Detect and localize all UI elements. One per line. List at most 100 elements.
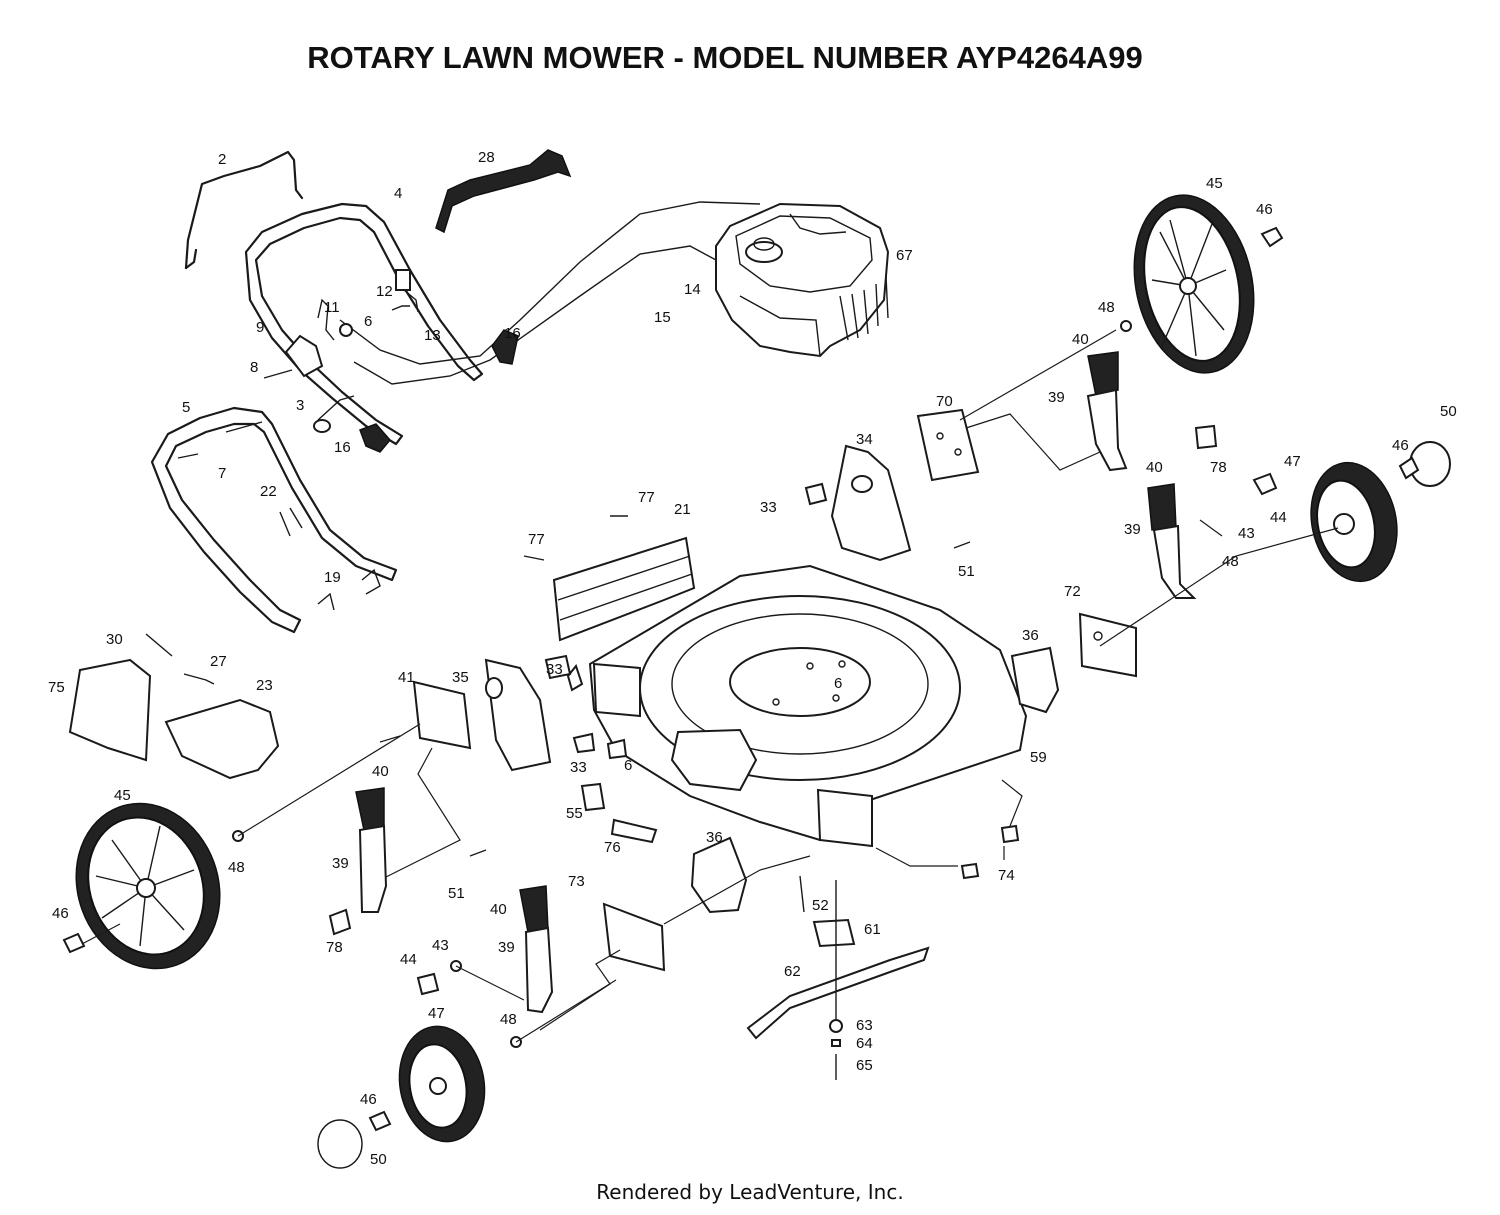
front-wheel[interactable] [391, 1020, 494, 1149]
callout-78: 78 [326, 939, 343, 956]
callout-30: 30 [106, 631, 123, 648]
front-hinge-plate[interactable] [690, 836, 748, 914]
callout-43: 43 [432, 937, 449, 954]
rear-wheel[interactable] [53, 783, 242, 989]
callout-36: 36 [706, 829, 723, 846]
callout-76: 76 [604, 839, 621, 856]
callout-13: 13 [424, 327, 441, 344]
callout-61: 61 [864, 921, 881, 938]
handle-knob[interactable] [491, 329, 519, 365]
callout-4: 4 [394, 185, 402, 202]
rear-hinge-plate[interactable] [1010, 646, 1060, 714]
callout-46: 46 [1256, 201, 1273, 218]
handle-knob[interactable] [359, 423, 391, 453]
callout-11: 11 [324, 299, 340, 316]
callout-40: 40 [1072, 331, 1089, 348]
callout-33: 33 [760, 499, 777, 516]
callout-75: 75 [48, 679, 65, 696]
wheel-nut[interactable] [62, 932, 86, 954]
callout-9: 9 [256, 319, 264, 336]
callout-51: 51 [958, 563, 975, 580]
lower-handle[interactable] [150, 406, 398, 634]
callout-45: 45 [114, 787, 131, 804]
callout-28: 28 [478, 149, 495, 166]
callout-7: 7 [218, 465, 226, 482]
deck-hardware[interactable] [469, 482, 1023, 913]
callout-41: 41 [398, 669, 415, 686]
chute-spring[interactable] [183, 673, 215, 685]
engine[interactable] [715, 202, 890, 358]
callout-47: 47 [1284, 453, 1301, 470]
callout-46: 46 [360, 1091, 377, 1108]
callout-labels: 2 28 4 67 45 46 11 12 6 14 16 13 9 15 48… [48, 149, 1457, 1168]
callout-64: 64 [856, 1035, 873, 1052]
callout-40: 40 [490, 901, 507, 918]
callout-39: 39 [1048, 389, 1065, 406]
front-wheel[interactable] [1300, 455, 1407, 590]
callout-48: 48 [1222, 553, 1239, 570]
callout-73: 73 [568, 873, 585, 890]
mower-deck[interactable] [588, 564, 1028, 848]
discharge-chute[interactable] [164, 698, 280, 780]
page-title: ROTARY LAWN MOWER - MODEL NUMBER AYP4264… [307, 40, 1143, 75]
blade-assembly[interactable] [746, 880, 930, 1080]
callout-48: 48 [228, 859, 245, 876]
callout-43: 43 [1238, 525, 1255, 542]
callout-50: 50 [1440, 403, 1457, 420]
callout-23: 23 [256, 677, 273, 694]
handle-hardware[interactable] [177, 269, 419, 611]
handle-grip[interactable] [435, 149, 572, 234]
rear-height-adjuster-left[interactable] [379, 658, 584, 881]
callout-51: 51 [448, 885, 465, 902]
wheel-nut[interactable] [1260, 226, 1284, 248]
callout-14: 14 [684, 281, 701, 298]
callout-39: 39 [332, 855, 349, 872]
callout-2: 2 [218, 151, 226, 168]
callout-6: 6 [834, 675, 842, 692]
callout-16: 16 [504, 325, 521, 342]
callout-46: 46 [52, 905, 69, 922]
callout-55: 55 [566, 805, 583, 822]
rear-height-adjuster-left-lever[interactable] [328, 787, 388, 936]
hubcap[interactable] [317, 1119, 363, 1169]
rear-wheel[interactable] [1119, 184, 1270, 384]
callout-77: 77 [528, 531, 545, 548]
callout-8: 8 [250, 359, 258, 376]
callout-67: 67 [896, 247, 913, 264]
callout-33: 33 [546, 661, 563, 678]
callout-77: 77 [638, 489, 655, 506]
callout-52: 52 [812, 897, 829, 914]
callout-27: 27 [210, 653, 227, 670]
callout-47: 47 [428, 1005, 445, 1022]
callout-40: 40 [1146, 459, 1163, 476]
callout-48: 48 [500, 1011, 517, 1028]
wheel-nut[interactable] [1398, 456, 1420, 480]
rear-deflector[interactable] [552, 536, 696, 642]
callout-45: 45 [1206, 175, 1223, 192]
front-height-adjuster-left[interactable] [519, 855, 811, 1031]
callout-46: 46 [1392, 437, 1409, 454]
grass-bag-panel[interactable] [68, 658, 152, 762]
callout-44: 44 [400, 951, 417, 968]
upper-handle-bail[interactable] [184, 150, 304, 270]
callout-65: 65 [856, 1057, 873, 1074]
callout-12: 12 [376, 283, 393, 300]
callout-48: 48 [1098, 299, 1115, 316]
callout-78: 78 [1210, 459, 1227, 476]
credit-line: Rendered by LeadVenture, Inc. [596, 1180, 904, 1204]
callout-19: 19 [324, 569, 341, 586]
wheel-nut[interactable] [368, 1110, 392, 1132]
callout-74: 74 [998, 867, 1015, 884]
washer[interactable] [1120, 320, 1132, 332]
front-height-adjuster-right[interactable] [1078, 472, 1339, 678]
bolt[interactable] [416, 972, 440, 996]
rear-height-adjuster-right[interactable] [830, 329, 1218, 562]
callout-59: 59 [1030, 749, 1047, 766]
callout-6: 6 [364, 313, 372, 330]
callout-62: 62 [784, 963, 801, 980]
callout-70: 70 [936, 393, 953, 410]
chute-rod[interactable] [145, 633, 173, 657]
callout-15: 15 [654, 309, 671, 326]
callout-6: 6 [624, 757, 632, 774]
